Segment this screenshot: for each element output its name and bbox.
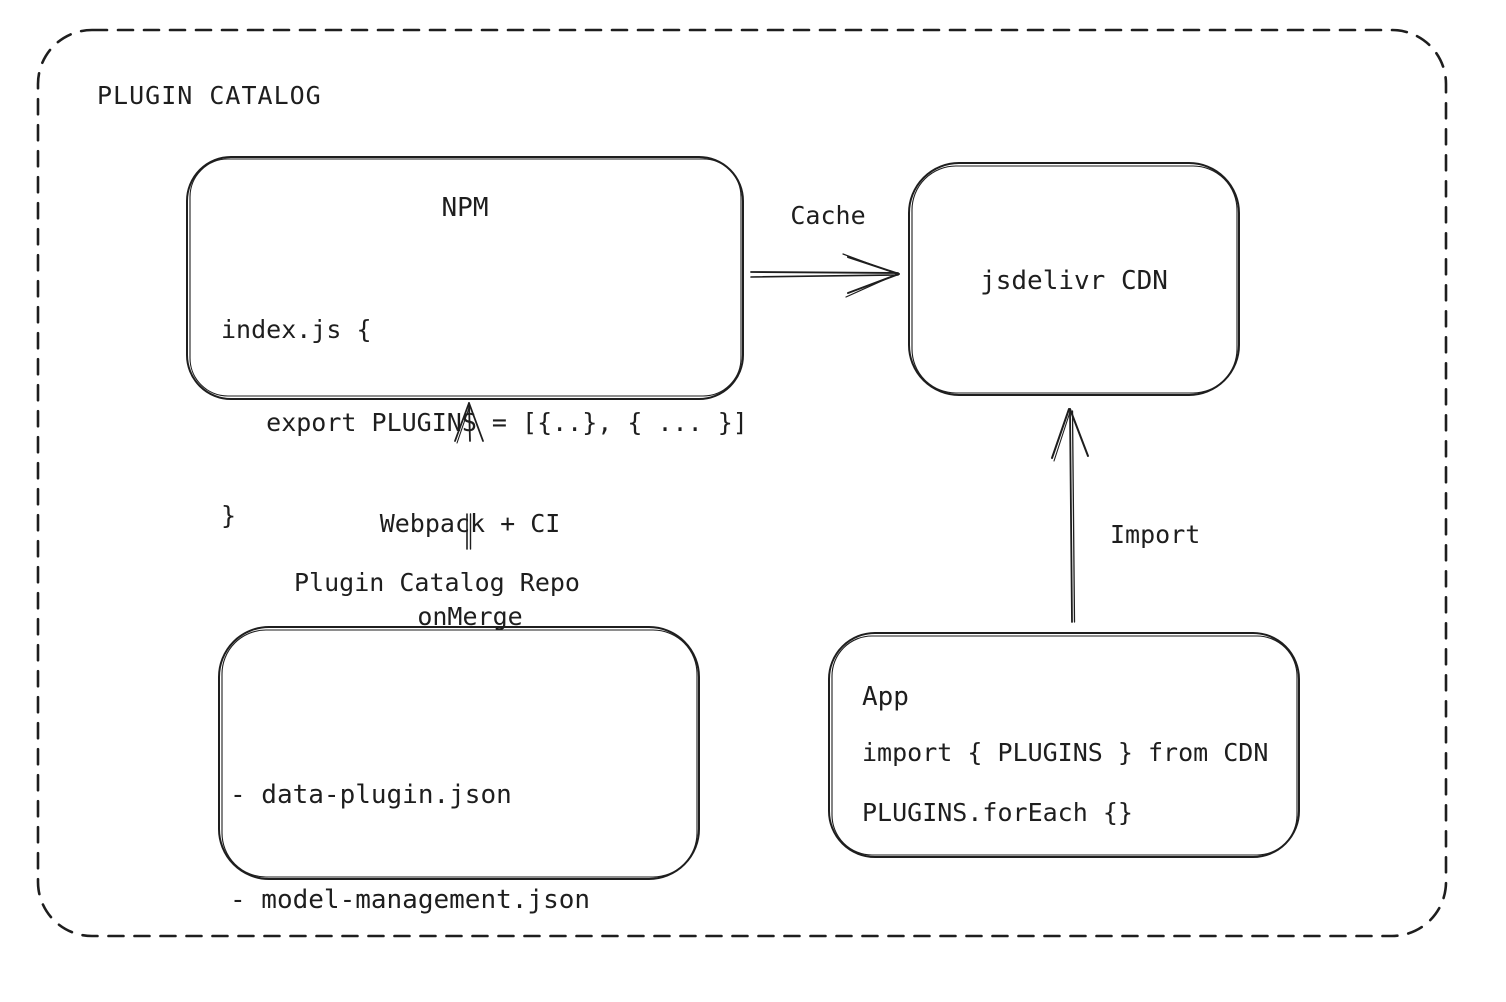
repo-file-item: ... — [230, 988, 590, 1002]
repo-box-outline — [218, 626, 700, 880]
npm-box-outline — [186, 156, 744, 400]
merge-arrow-label-line: Webpack + CI — [379, 509, 561, 538]
cdn-box-outline — [908, 162, 1240, 396]
npm-code-line: index.js { — [221, 315, 372, 344]
repo-node-label: Plugin Catalog Repo — [294, 568, 580, 597]
diagram-title: PLUGIN CATALOG — [97, 81, 322, 110]
merge-arrow-label: Webpack + CI onMerge — [320, 446, 620, 694]
cache-arrow — [750, 253, 900, 298]
npm-code-line: } — [221, 501, 237, 530]
app-code-line: import { PLUGINS } from CDN — [862, 738, 1269, 767]
app-code-line: PLUGINS.forEach {} — [862, 798, 1133, 827]
catalog-frame-outline — [36, 28, 1448, 938]
npm-code-line: export PLUGINS = [{..}, { ... }] — [221, 408, 748, 437]
cdn-node-label: jsdelivr CDN — [980, 266, 1168, 296]
import-arrow-label: Import — [1110, 520, 1201, 549]
app-box-outline — [828, 632, 1300, 858]
merge-arrow-label-line: onMerge — [417, 602, 523, 631]
npm-code-block: index.js { export PLUGINS = [{..}, { ...… — [221, 252, 748, 593]
repo-file-item: - model-management.json — [230, 885, 591, 915]
app-node-title: App — [862, 682, 909, 712]
npm-node-title: NPM — [441, 193, 489, 223]
merge-arrow — [454, 402, 484, 550]
import-arrow — [1051, 408, 1089, 623]
repo-file-item: - data-plugin.json — [230, 780, 512, 810]
cache-arrow-label: Cache — [790, 201, 866, 230]
repo-file-list: - data-plugin.json - model-management.js… — [230, 708, 590, 1002]
